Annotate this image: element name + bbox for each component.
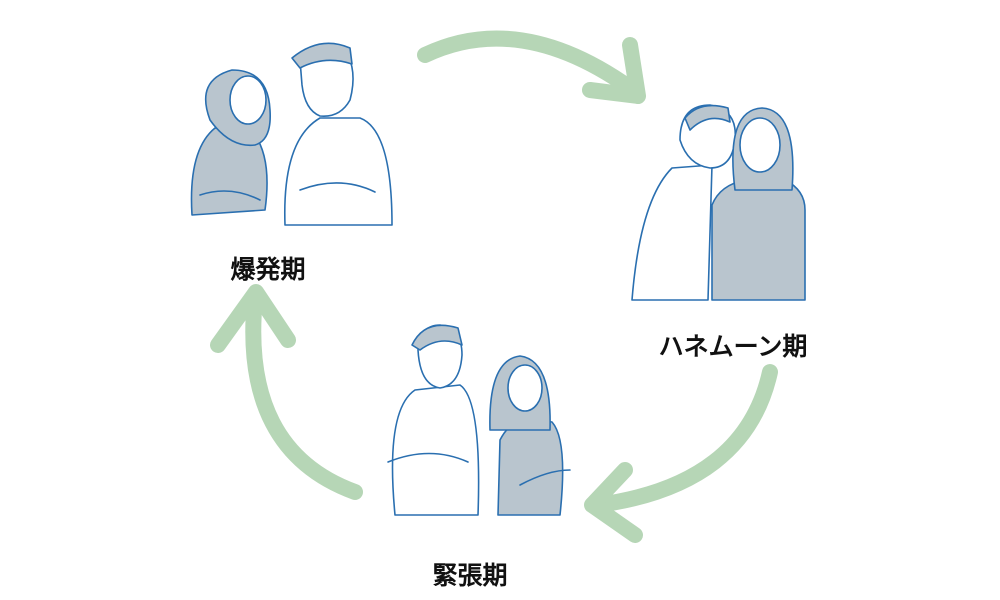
arrow-tension-to-explosion xyxy=(210,284,363,500)
illustration-tense-couple xyxy=(387,324,571,516)
stage-label-tension: 緊張期 xyxy=(432,561,508,590)
illustration-affectionate-couple xyxy=(631,104,806,301)
illustration-arguing-couple xyxy=(190,42,393,226)
arrow-honeymoon-to-tension xyxy=(584,364,778,543)
stage-label-honeymoon: ハネムーン期 xyxy=(658,332,808,361)
stage-label-explosion: 爆発期 xyxy=(230,255,306,284)
arrow-explosion-to-honeymoon xyxy=(417,30,646,104)
